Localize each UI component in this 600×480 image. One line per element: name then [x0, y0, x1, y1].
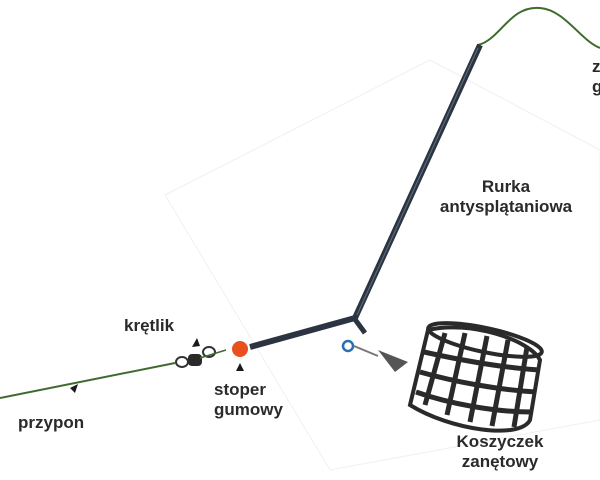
- label-cut-line2: g: [592, 77, 600, 96]
- leader-line: [0, 362, 176, 399]
- swivel-arrow: [192, 338, 200, 347]
- leader-arrow: [70, 384, 78, 393]
- rubber-stopper: [232, 341, 248, 357]
- background-shape: [164, 59, 600, 471]
- label-stoper: stoper gumowy: [214, 380, 283, 420]
- label-koszyczek-line1: Koszyczek: [456, 432, 544, 451]
- label-rurka: Rurka antysplątaniowa: [426, 177, 586, 217]
- label-koszyczek: Koszyczek zanętowy: [440, 432, 560, 472]
- label-koszyczek-line2: zanętowy: [461, 452, 539, 471]
- feeder-link: [341, 339, 408, 372]
- stopper-arrow: [236, 363, 244, 371]
- label-cut-off: z g: [592, 57, 600, 97]
- feeder-basket: [407, 321, 544, 433]
- main-line: [477, 6, 600, 49]
- label-przypon: przypon: [18, 413, 85, 432]
- label-stoper-line2: gumowy: [214, 400, 283, 419]
- label-stoper-line1: stoper: [214, 380, 266, 399]
- label-cut-line1: z: [592, 57, 600, 76]
- swivel: [175, 346, 227, 368]
- label-rurka-line2: antysplątaniowa: [439, 197, 573, 216]
- label-kretlik: krętlik: [124, 316, 175, 335]
- tube-highlight: [356, 47, 479, 316]
- label-rurka-line1: Rurka: [481, 177, 531, 196]
- tube-short-arm: [351, 316, 368, 335]
